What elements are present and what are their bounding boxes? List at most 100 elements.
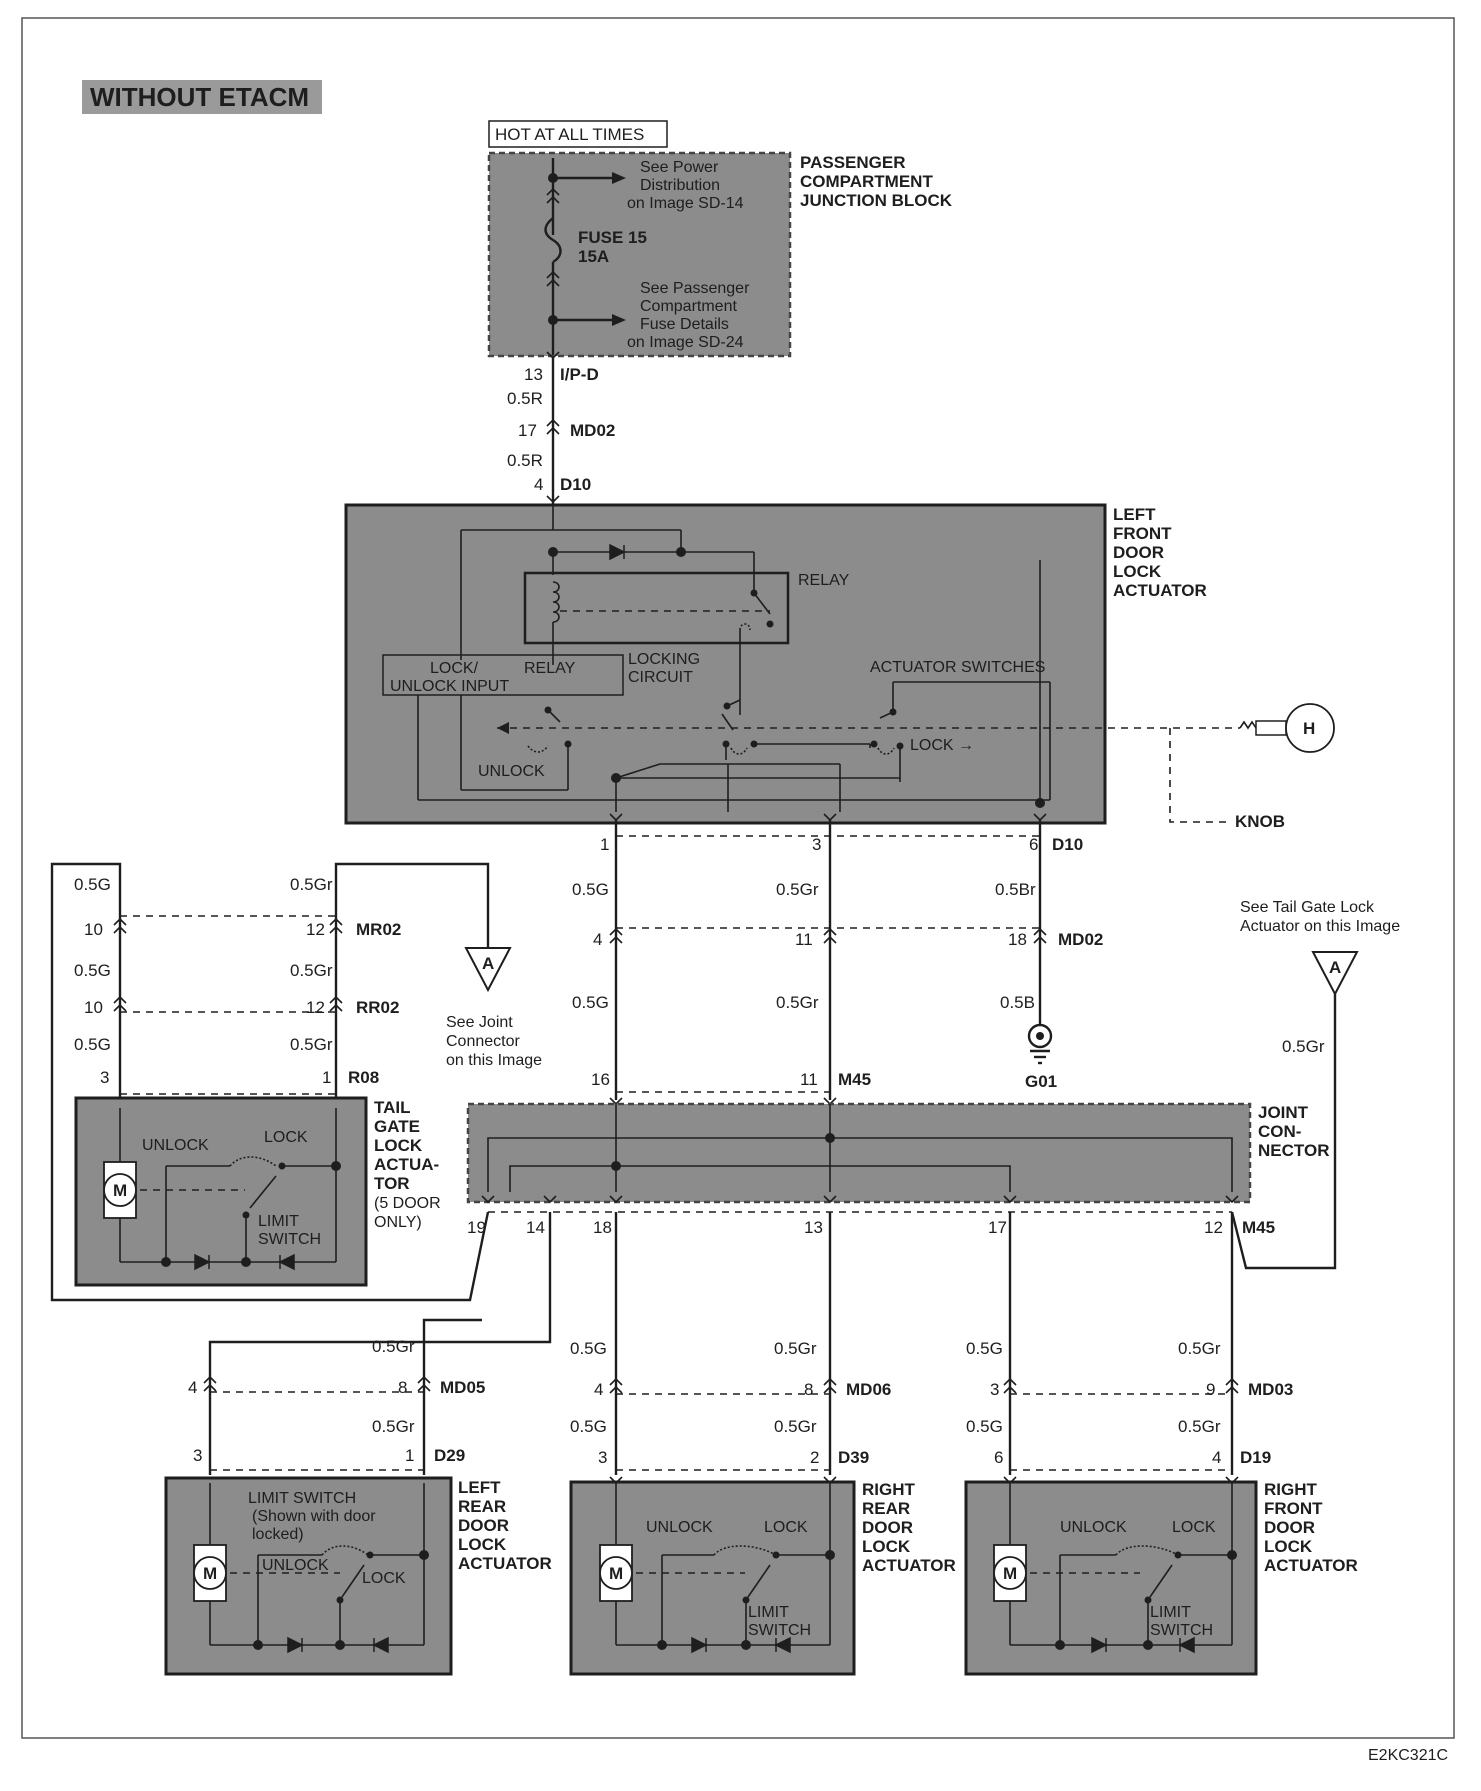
- svg-text:M: M: [113, 1181, 127, 1200]
- banner-background: [82, 80, 322, 114]
- d10-connector-top: D10: [560, 475, 591, 494]
- lr-lock-label: LOCK: [362, 1570, 406, 1587]
- svg-text:Fuse Details: Fuse Details: [640, 316, 729, 333]
- lock-unlock-input-label: LOCK/ UNLOCK INPUT: [390, 660, 509, 695]
- wire-0-5r-a: 0.5R: [507, 389, 543, 408]
- svg-text:H: H: [1303, 719, 1315, 738]
- d10-pin-6: 6: [1029, 835, 1038, 854]
- wire-0-5gr-rr-b: 0.5Gr: [774, 1417, 817, 1436]
- svg-text:LIMIT: LIMIT: [748, 1604, 789, 1621]
- svg-text:JOINT: JOINT: [1258, 1103, 1309, 1122]
- mr02-pin-10: 10: [84, 920, 103, 939]
- rf-limit-switch-label: LIMIT SWITCH: [1150, 1604, 1213, 1639]
- page-border: [21, 17, 1455, 1739]
- d10-pin-3: 3: [812, 835, 821, 854]
- joint-a-right-note: See Tail Gate Lock Actuator on this Imag…: [1240, 899, 1400, 935]
- d39-connector: D39: [838, 1448, 869, 1467]
- lf-actuator-title: LEFT FRONT DOOR LOCK ACTUATOR: [1113, 505, 1207, 600]
- svg-text:CIRCUIT: CIRCUIT: [628, 669, 693, 686]
- rr-unlock-label: UNLOCK: [646, 1519, 713, 1536]
- locking-circuit-label: LOCKING CIRCUIT: [628, 651, 700, 686]
- wire-0-5gr-rf-b: 0.5Gr: [1178, 1417, 1221, 1436]
- lock-unlock-input-box: [382, 654, 624, 696]
- joint-a-left-triangle: [464, 947, 512, 993]
- svg-text:ACTUATOR: ACTUATOR: [862, 1556, 956, 1575]
- svg-text:15A: 15A: [578, 247, 609, 266]
- svg-text:FUSE 15: FUSE 15: [578, 228, 647, 247]
- see-passenger-fuse-details: See Passenger Compartment Fuse Details o…: [627, 280, 750, 351]
- svg-text:ACTUATOR: ACTUATOR: [1113, 581, 1207, 600]
- md03-pin-9: 9: [1206, 1380, 1215, 1399]
- svg-text:LOCK: LOCK: [1264, 1537, 1313, 1556]
- md06-pin-4: 4: [594, 1380, 603, 1399]
- svg-text:LOCKING: LOCKING: [628, 651, 700, 668]
- md02-pin-18: 18: [1008, 930, 1027, 949]
- svg-text:REAR: REAR: [458, 1497, 506, 1516]
- md05-connector: MD05: [440, 1378, 485, 1397]
- svg-text:on Image SD-24: on Image SD-24: [627, 334, 744, 351]
- rf-actuator-title: RIGHT FRONT DOOR LOCK ACTUATOR: [1264, 1480, 1358, 1575]
- rr-lock-label: LOCK: [764, 1519, 808, 1536]
- svg-text:PASSENGER: PASSENGER: [800, 153, 906, 172]
- svg-text:TAIL: TAIL: [374, 1098, 411, 1117]
- wire-0-5r-b: 0.5R: [507, 451, 543, 470]
- wire-0-5gr-lr-b: 0.5Gr: [372, 1417, 415, 1436]
- r08-pin-1: 1: [322, 1068, 331, 1087]
- svg-text:LOCK: LOCK: [862, 1537, 911, 1556]
- svg-text:SWITCH: SWITCH: [258, 1231, 321, 1248]
- svg-text:UNLOCK INPUT: UNLOCK INPUT: [390, 678, 509, 695]
- svg-text:17: 17: [988, 1218, 1007, 1237]
- svg-text:NECTOR: NECTOR: [1258, 1141, 1329, 1160]
- svg-text:18: 18: [593, 1218, 612, 1237]
- unlock-label: UNLOCK: [478, 763, 545, 780]
- joint-a-right-triangle: [1311, 951, 1359, 997]
- md02-connector-center: MD02: [1058, 930, 1103, 949]
- m45-pin-16: 16: [591, 1070, 610, 1089]
- wire-0-5g-rr-b: 0.5G: [570, 1417, 607, 1436]
- svg-text:GATE: GATE: [374, 1117, 420, 1136]
- rf-unlock-label: UNLOCK: [1060, 1519, 1127, 1536]
- tailgate-unlock-label: UNLOCK: [142, 1137, 209, 1154]
- svg-text:M: M: [203, 1564, 217, 1583]
- md02-pin-17: 17: [518, 421, 537, 440]
- svg-text:REAR: REAR: [862, 1499, 910, 1518]
- rr-motor: M: [599, 1483, 633, 1645]
- svg-text:ONLY): ONLY): [374, 1214, 422, 1231]
- m45-pin-11: 11: [800, 1070, 818, 1089]
- svg-text:DOOR: DOOR: [1113, 543, 1164, 562]
- mr02-pin-12: 12: [306, 920, 325, 939]
- svg-text:M: M: [1003, 1564, 1017, 1583]
- rr-limit-switch-label: LIMIT SWITCH: [748, 1604, 811, 1639]
- svg-text:ACTUATOR: ACTUATOR: [458, 1554, 552, 1573]
- svg-text:Connector: Connector: [446, 1033, 520, 1050]
- d29-pin-3: 3: [193, 1446, 202, 1465]
- d10-pin-1: 1: [600, 835, 609, 854]
- rf-lock-label: LOCK: [1172, 1519, 1216, 1536]
- md05-pin-8: 8: [398, 1378, 407, 1397]
- d19-pin-6: 6: [994, 1448, 1003, 1467]
- svg-text:FRONT: FRONT: [1113, 524, 1172, 543]
- wire-0-5g-tg-a: 0.5G: [74, 875, 111, 894]
- md05-pin-4: 4: [188, 1378, 197, 1397]
- svg-text:ACTUATOR: ACTUATOR: [1264, 1556, 1358, 1575]
- wire-0-5g-rf-a: 0.5G: [966, 1339, 1003, 1358]
- junction-block-title: PASSENGER COMPARTMENT JUNCTION BLOCK: [800, 153, 953, 210]
- wire-0-5b-center: 0.5B: [1000, 993, 1035, 1012]
- tailgate-lock-label: LOCK: [264, 1129, 308, 1146]
- hot-at-all-times-label: HOT AT ALL TIMES: [495, 125, 644, 144]
- d10-connector-bottom: D10: [1052, 835, 1083, 854]
- d19-pin-4: 4: [1212, 1448, 1221, 1467]
- r08-connector: R08: [348, 1068, 379, 1087]
- svg-text:TOR: TOR: [374, 1174, 410, 1193]
- lr-actuator-title: LEFT REAR DOOR LOCK ACTUATOR: [458, 1478, 552, 1573]
- md03-pin-3: 3: [990, 1380, 999, 1399]
- relay-label-2: RELAY: [524, 660, 576, 677]
- joint-connector-box: [466, 1102, 1252, 1204]
- wire-0-5br-center: 0.5Br: [995, 880, 1036, 899]
- drawing-code: E2KC321C: [1368, 1747, 1448, 1764]
- wire-0-5g-rr-a: 0.5G: [570, 1339, 607, 1358]
- md03-connector: MD03: [1248, 1380, 1293, 1399]
- lr-motor: M: [193, 1483, 227, 1645]
- svg-text:DOOR: DOOR: [862, 1518, 913, 1537]
